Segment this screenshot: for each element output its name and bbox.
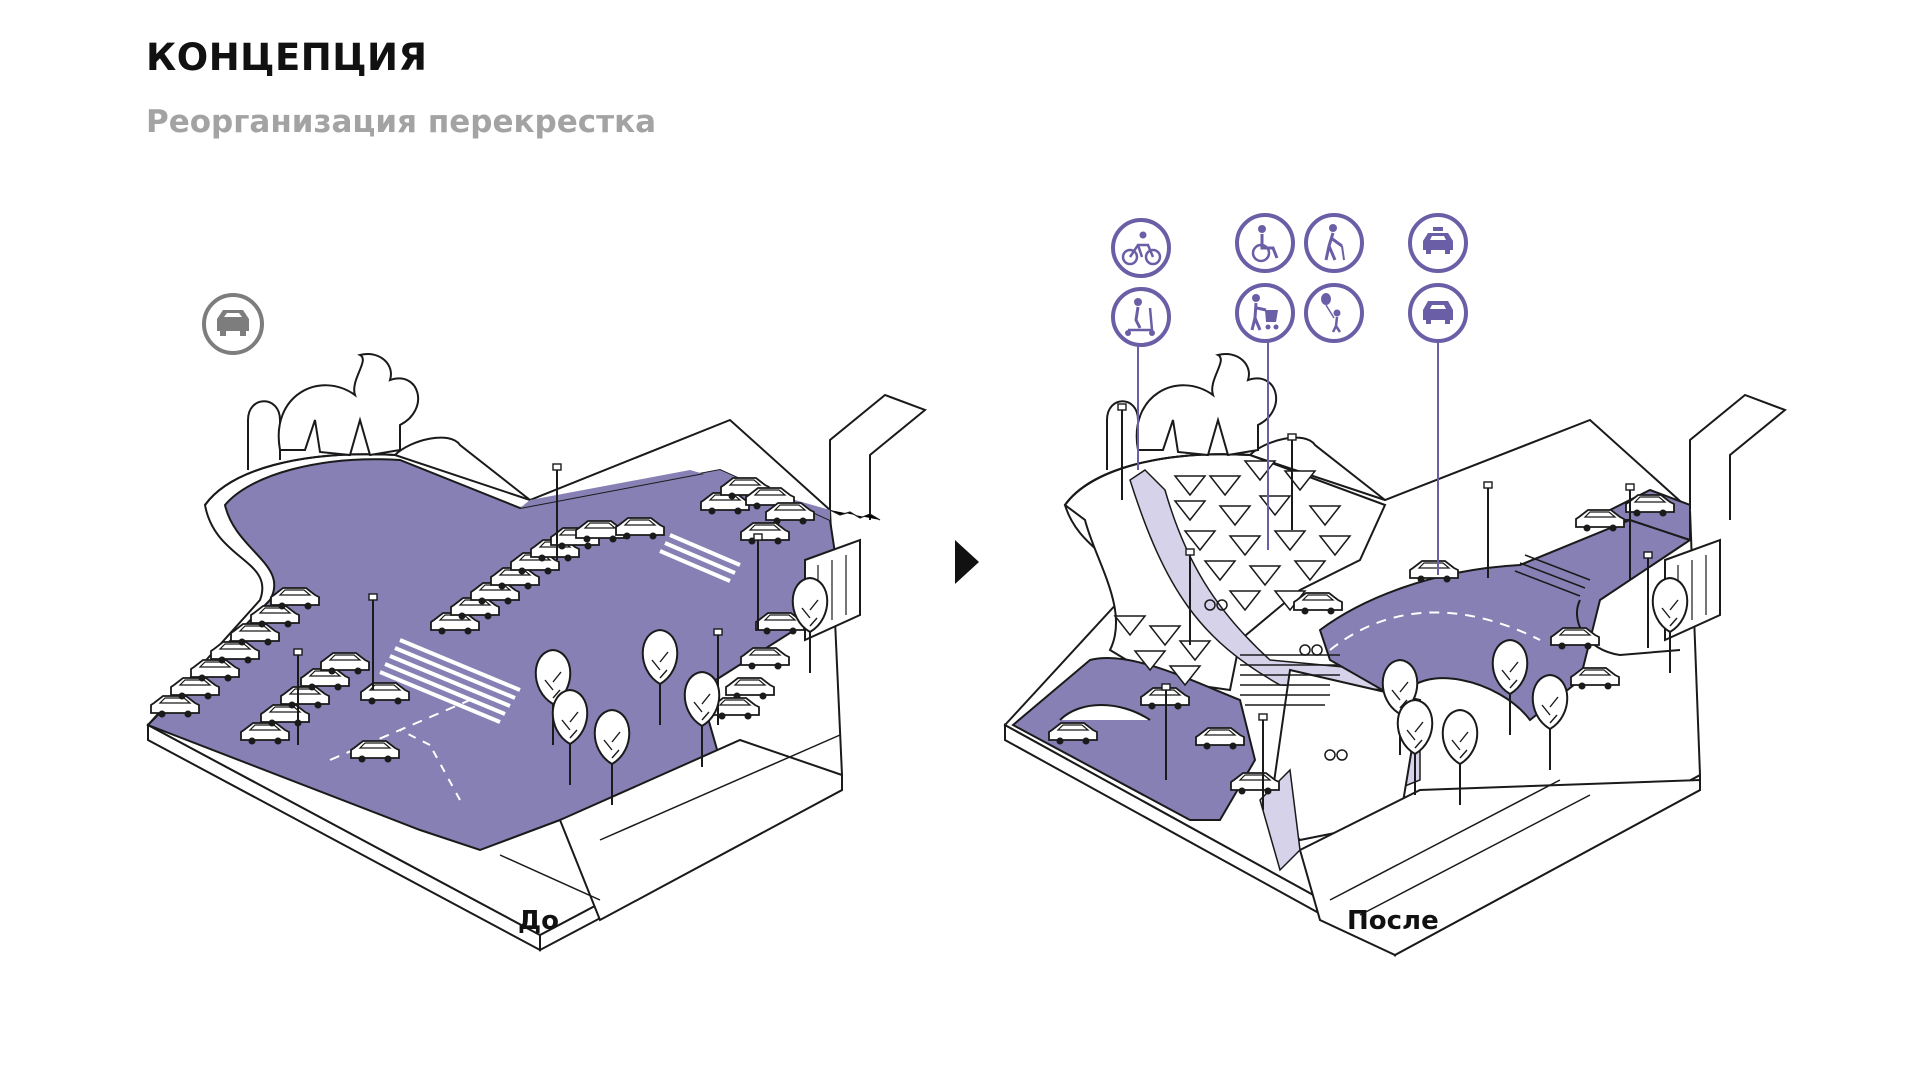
elderly-pedestrian-icon [1304, 213, 1364, 273]
icon-connector-lines [1137, 342, 1439, 575]
page-title: КОНЦЕПЦИЯ [146, 36, 428, 79]
before-diagram [146, 353, 927, 952]
car-icon-neutral [202, 293, 264, 355]
caption-before: До [518, 906, 560, 936]
car-icon [1408, 283, 1468, 343]
child-balloon-icon [1304, 283, 1364, 343]
bicycle-icon [1111, 218, 1171, 278]
caption-after: После [1347, 906, 1439, 936]
transition-arrow-icon [955, 540, 979, 584]
scooter-icon [1111, 287, 1171, 347]
after-diagram [1003, 353, 1787, 957]
taxi-icon [1408, 213, 1468, 273]
page-subtitle: Реорганизация перекрестка [146, 104, 657, 140]
wheelchair-icon [1235, 213, 1295, 273]
stroller-icon [1235, 283, 1295, 343]
